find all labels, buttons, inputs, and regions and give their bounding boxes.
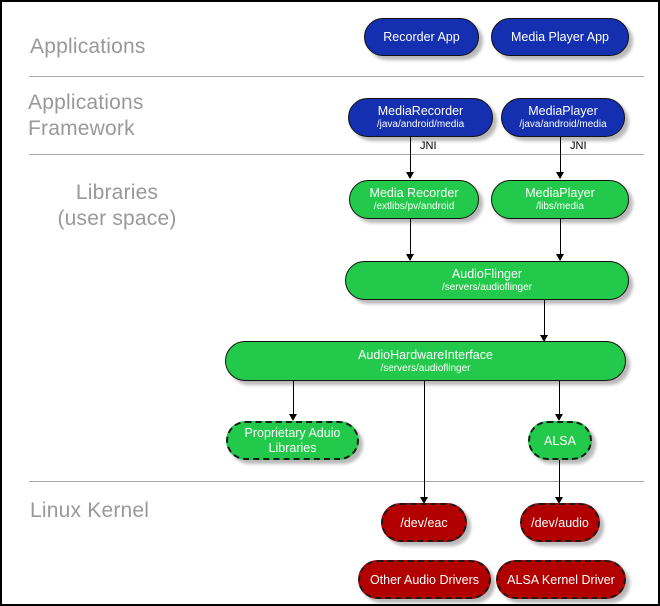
node-media-player-app[interactable]: Media Player App [491,18,629,56]
connector-mediaplayer-jni [560,136,561,178]
edge-label-jni-recorder: JNI [420,140,437,152]
node-title: MediaPlayer [525,186,595,200]
node-subtitle: /servers/audioflinger [441,282,533,293]
arrowhead-ahi-dev-eac [420,497,428,504]
connector-playerlib-audioflinger [560,218,561,260]
node-audioflinger[interactable]: AudioFlinger /servers/audioflinger [345,261,629,300]
diagram-inner: Applications Applications Framework Libr… [4,4,656,602]
divider-applications-framework [29,154,644,155]
node-mediaplayer-lib[interactable]: MediaPlayer /libs/media [491,180,629,219]
node-dev-eac[interactable]: /dev/eac [381,503,467,542]
node-subtitle: /servers/audioflinger [380,362,471,374]
layer-label-applications: Applications [30,35,146,58]
connector-ahi-alsa [559,380,560,418]
node-title: Media Player App [511,30,609,44]
node-subtitle: /java/android/media [519,119,607,130]
layer-label-applications-framework: Applications Framework [28,91,144,140]
divider-applications [29,76,644,77]
arrowhead-ahi-alsa [555,414,563,421]
node-title: Recorder App [383,30,460,44]
node-recorder-app[interactable]: Recorder App [364,18,479,56]
node-subtitle: /extlibs/pv/android [373,201,455,212]
node-dev-audio[interactable]: /dev/audio [520,503,600,542]
node-title: ALSA [544,433,576,448]
node-title: AudioHardwareInterface [358,347,493,362]
node-title: Other Audio Drivers [369,572,480,587]
node-audiohardwareinterface[interactable]: AudioHardwareInterface /servers/audiofli… [225,341,626,381]
node-media-recorder-lib[interactable]: Media Recorder /extlibs/pv/android [349,180,479,219]
divider-linux-kernel [29,481,644,482]
edge-label-jni-player: JNI [570,140,587,152]
layer-label-libraries: Libraries (user space) [57,181,177,230]
node-title: Proprietary Aduio Libraries [244,425,341,455]
layer-label-linux-kernel: Linux Kernel [30,499,150,522]
connector-recorderlib-audioflinger [410,218,411,260]
node-title: /dev/eac [400,515,448,530]
connector-ahi-proprietary [293,380,294,418]
arrowhead-mediarecorder-jni [406,172,414,179]
node-subtitle: /java/android/media [376,119,465,130]
node-proprietary-audio-libraries[interactable]: Proprietary Aduio Libraries [226,421,359,460]
node-title: MediaRecorder [377,104,464,118]
arrowhead-mediaplayer-jni [556,172,564,179]
node-mediaplayer-framework[interactable]: MediaPlayer /java/android/media [501,98,625,137]
arrowhead-playerlib-audioflinger [556,254,564,261]
node-title: MediaPlayer [528,104,598,118]
connector-audioflinger-ahi [544,299,545,341]
connector-alsa-dev-audio [559,459,560,502]
node-alsa-kernel-driver[interactable]: ALSA Kernel Driver [496,560,626,599]
node-title: /dev/audio [531,515,589,530]
connector-mediarecorder-jni [410,136,411,178]
node-title: AudioFlinger [451,267,523,281]
connector-ahi-dev-eac [424,380,425,502]
node-other-audio-drivers[interactable]: Other Audio Drivers [358,560,491,599]
arrowhead-alsa-dev-audio [555,497,563,504]
node-title: Media Recorder [369,186,459,200]
arrowhead-recorderlib-audioflinger [406,254,414,261]
node-alsa[interactable]: ALSA [528,421,592,460]
arrowhead-audioflinger-ahi [540,335,548,342]
arrowhead-ahi-proprietary [289,414,297,421]
node-subtitle: /libs/media [536,201,584,212]
node-mediarecorder-framework[interactable]: MediaRecorder /java/android/media [348,98,493,137]
node-title: ALSA Kernel Driver [507,572,615,587]
